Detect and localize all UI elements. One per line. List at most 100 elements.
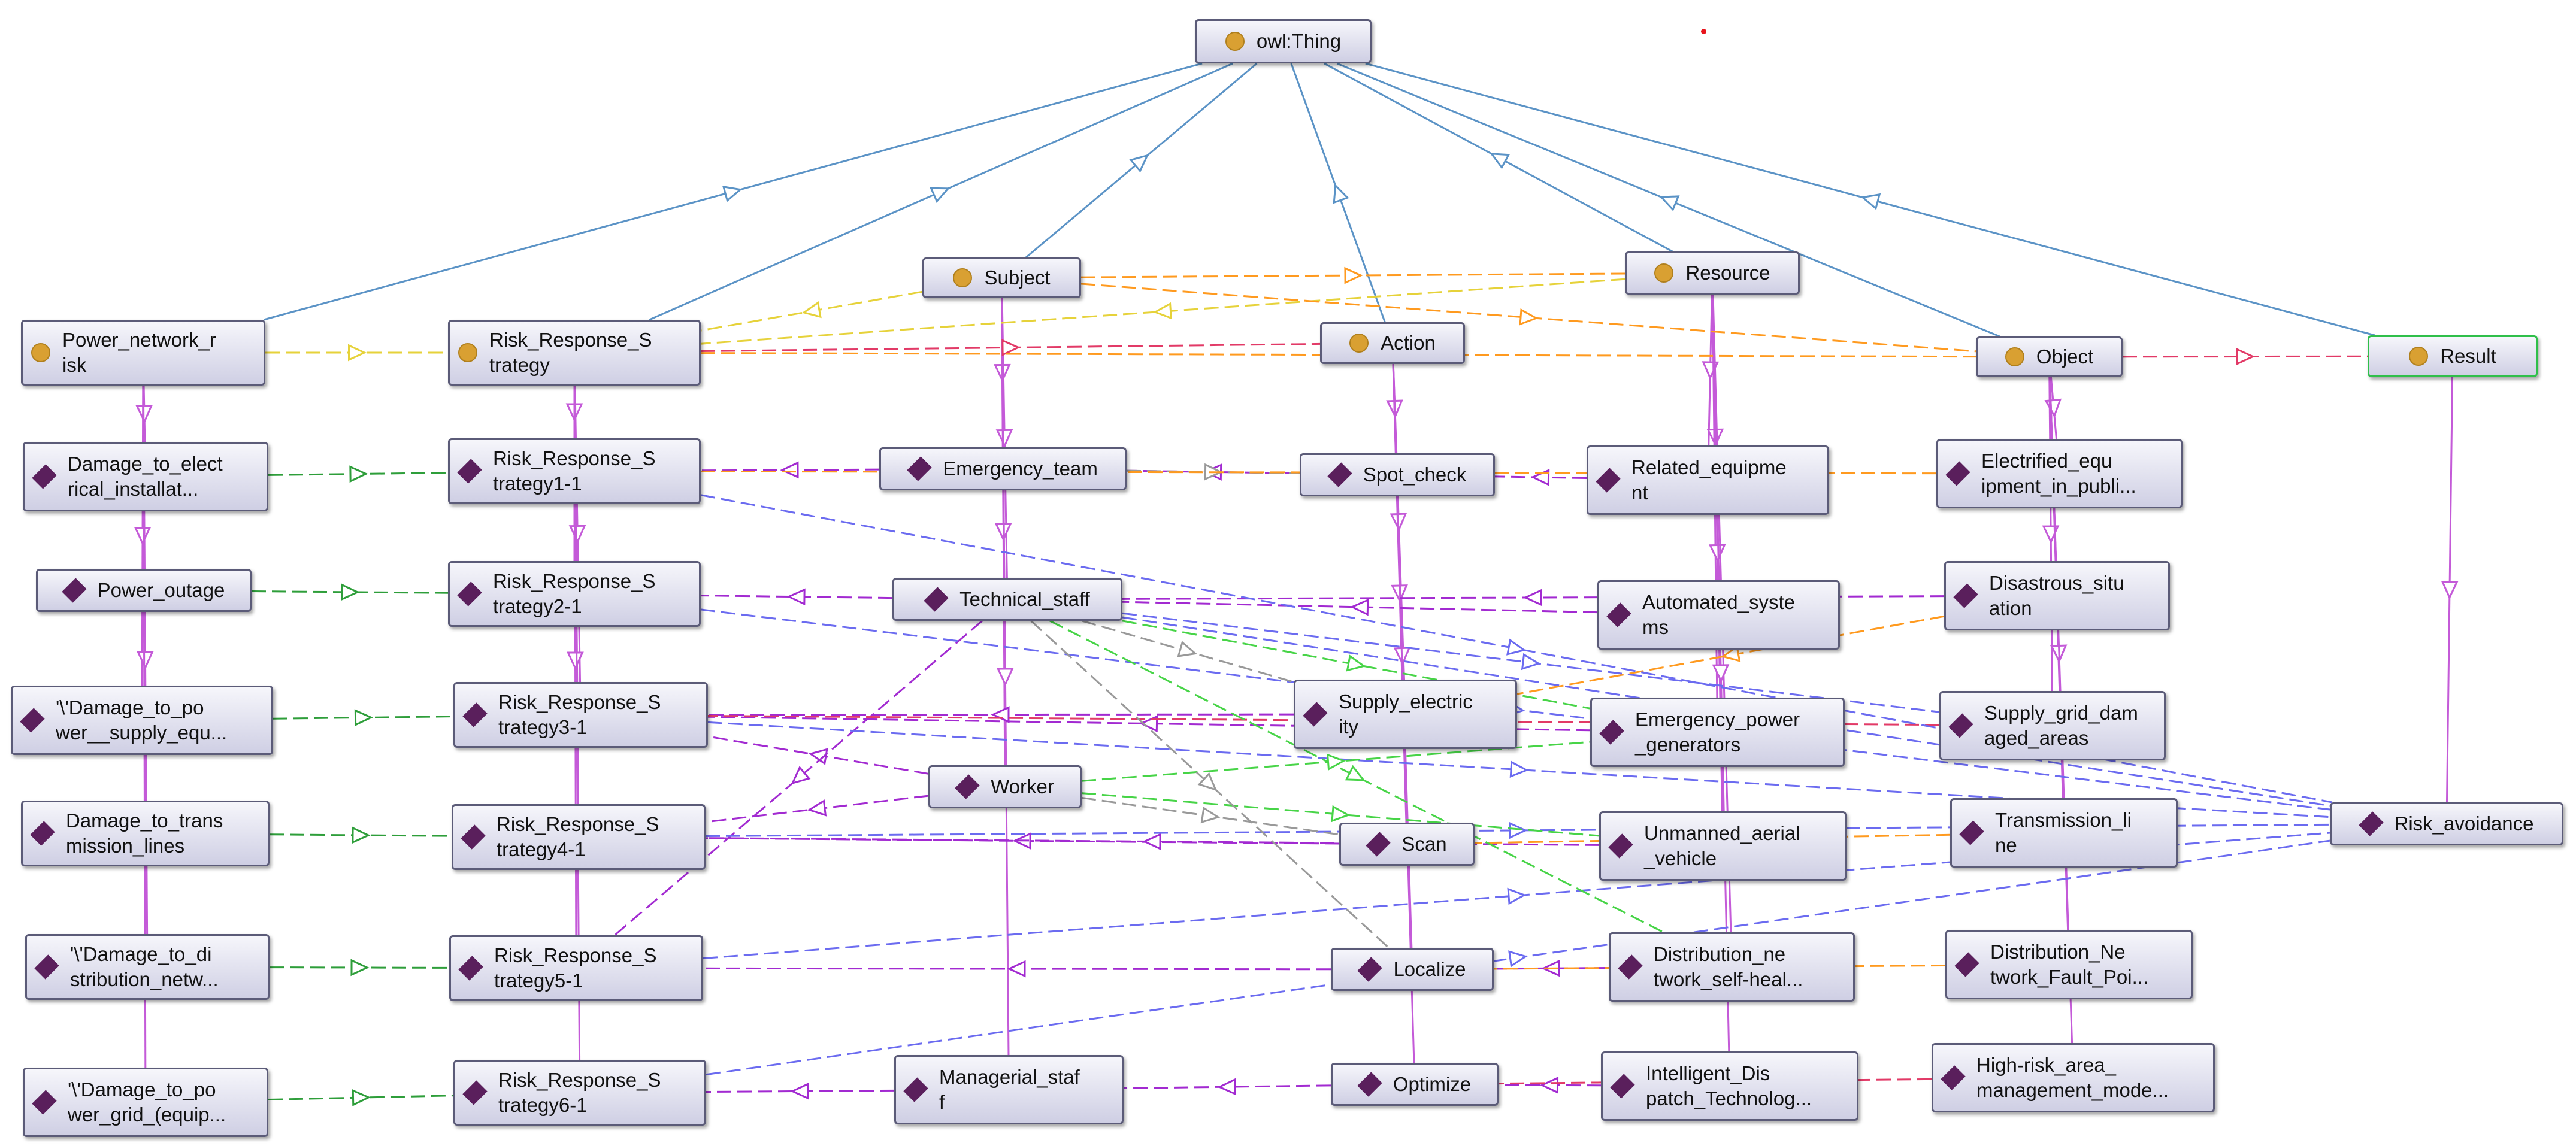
edge-arrowhead <box>1349 598 1369 616</box>
edge-power_outage-rrs2 <box>251 590 449 594</box>
edge-technical_staff-rrs2 <box>700 595 893 599</box>
edge-arrowhead <box>807 799 827 817</box>
individual-diamond-icon <box>1941 1065 1966 1090</box>
node-label: Distribution_Ne twork_Fault_Poi... <box>1990 941 2149 988</box>
node-risk-avoidance[interactable]: Risk_avoidance <box>2330 802 2563 845</box>
node-damage-transmission[interactable]: Damage_to_trans mission_lines <box>21 801 270 866</box>
node-managerial-staff[interactable]: Managerial_staf f <box>894 1055 1124 1124</box>
node-emergency-team[interactable]: Emergency_team <box>879 447 1127 490</box>
node-power-network-risk[interactable]: Power_network_r isk <box>21 320 265 386</box>
individual-diamond-icon <box>1618 954 1643 980</box>
individual-diamond-icon <box>1366 832 1391 857</box>
node-label: Risk_Response_S trategy5-1 <box>494 944 657 992</box>
node-label: Power_outage <box>97 579 225 601</box>
edge-arrowhead <box>1530 469 1550 486</box>
edge-arrowhead <box>137 651 154 670</box>
node-supply-grid-damaged[interactable]: Supply_grid_dam aged_areas <box>1939 691 2166 760</box>
node-power-outage[interactable]: Power_outage <box>36 569 252 612</box>
edge-arrowhead <box>995 429 1013 448</box>
individual-diamond-icon <box>907 456 932 481</box>
node-action[interactable]: Action <box>1320 322 1465 364</box>
node-emergency-power-generators[interactable]: Emergency_power _generators <box>1590 698 1845 767</box>
node-supply-electricity[interactable]: Supply_electric ity <box>1294 680 1517 749</box>
node-rrs5[interactable]: Risk_Response_S trategy5-1 <box>449 935 703 1001</box>
individual-diamond-icon <box>457 581 482 607</box>
node-high-risk-area[interactable]: High-risk_area_ management_mode... <box>1932 1043 2215 1112</box>
edge-arrowhead <box>1539 1077 1559 1094</box>
node-label: Transmission_li ne <box>1995 809 2132 856</box>
edge-resource-risk_response_strategy <box>700 278 1625 345</box>
edge-arrowhead <box>808 748 828 765</box>
node-scan[interactable]: Scan <box>1339 823 1475 866</box>
node-localize[interactable]: Localize <box>1331 948 1494 991</box>
node-damage-distribution[interactable]: '\'Damage_to_di stribution_netw... <box>25 934 270 1000</box>
node-spot-check[interactable]: Spot_check <box>1300 453 1495 496</box>
node-electrified-equipment[interactable]: Electrified_equ ipment_in_publi... <box>1936 439 2183 508</box>
edge-arrowhead <box>1507 887 1527 905</box>
node-subject[interactable]: Subject <box>922 257 1081 298</box>
node-uav[interactable]: Unmanned_aerial _vehicle <box>1599 811 1847 881</box>
node-distribution-fault-point[interactable]: Distribution_Ne twork_Fault_Poi... <box>1945 930 2193 999</box>
node-label: Risk_Response_S trategy6-1 <box>498 1069 661 1116</box>
node-related-equipment[interactable]: Related_equipme nt <box>1587 445 1829 515</box>
individual-diamond-icon <box>61 578 87 603</box>
node-label: Risk_Response_S trategy <box>489 329 652 376</box>
node-label: Localize <box>1393 958 1466 980</box>
node-label: owl:Thing <box>1256 30 1342 52</box>
edge-arrowhead <box>930 187 951 203</box>
node-transmission-line[interactable]: Transmission_li ne <box>1950 798 2178 868</box>
node-damage-power-supply[interactable]: '\'Damage_to_po wer__supply_equ... <box>11 686 273 755</box>
node-damage-power-grid[interactable]: '\'Damage_to_po wer_grid_(equip... <box>23 1068 268 1137</box>
node-rrs3[interactable]: Risk_Response_S trategy3-1 <box>453 682 708 748</box>
individual-diamond-icon <box>457 459 482 484</box>
node-worker[interactable]: Worker <box>928 765 1082 808</box>
class-circle-icon <box>1654 263 1674 283</box>
node-label: Scan <box>1401 833 1447 855</box>
node-label: Damage_to_elect rical_installat... <box>68 453 223 500</box>
individual-diamond-icon <box>1327 462 1352 487</box>
edge-arrowhead <box>1001 339 1021 356</box>
node-result[interactable]: Result <box>2368 335 2538 377</box>
node-technical-staff[interactable]: Technical_staff <box>892 578 1122 621</box>
individual-diamond-icon <box>30 821 55 846</box>
node-owl-thing[interactable]: owl:Thing <box>1195 19 1372 63</box>
node-distribution-self-healing[interactable]: Distribution_ne twork_self-heal... <box>1609 932 1855 1002</box>
individual-diamond-icon <box>1954 952 1979 977</box>
edge-arrowhead <box>349 465 368 483</box>
node-object[interactable]: Object <box>1976 336 2123 377</box>
node-risk-response-strategy[interactable]: Risk_Response_S trategy <box>448 320 701 386</box>
node-rrs6[interactable]: Risk_Response_S trategy6-1 <box>453 1060 706 1126</box>
edge-arrowhead <box>1506 638 1527 656</box>
edge-technical_staff-distribution_self_healing <box>1049 620 1664 933</box>
individual-diamond-icon <box>1606 602 1631 627</box>
node-rrs1[interactable]: Risk_Response_S trategy1-1 <box>448 438 701 504</box>
edge-arrowhead <box>790 1082 809 1100</box>
individual-diamond-icon <box>1599 720 1624 745</box>
edge-arrowhead <box>568 525 586 544</box>
edge-arrowhead <box>350 959 370 977</box>
edge-arrowhead <box>1523 589 1542 607</box>
edge-arrowhead <box>341 583 360 601</box>
edge-arrowhead <box>1519 308 1539 326</box>
node-rrs2[interactable]: Risk_Response_S trategy2-1 <box>448 561 701 627</box>
node-optimize[interactable]: Optimize <box>1331 1063 1499 1106</box>
individual-diamond-icon <box>34 954 59 980</box>
individual-diamond-icon <box>1945 461 1970 486</box>
node-automated-systems[interactable]: Automated_syste ms <box>1597 580 1840 650</box>
node-damage-electrical[interactable]: Damage_to_elect rical_installat... <box>23 442 268 511</box>
edge-arrowhead <box>1860 193 1881 210</box>
edge-arrowhead <box>991 706 1010 723</box>
edge-arrowhead <box>354 709 374 726</box>
node-label: Risk_Response_S trategy2-1 <box>493 570 656 617</box>
individual-diamond-icon <box>1303 702 1328 727</box>
edge-arrowhead <box>786 588 806 606</box>
node-resource[interactable]: Resource <box>1625 251 1800 295</box>
node-disastrous-situation[interactable]: Disastrous_situ ation <box>1944 561 2170 630</box>
node-intelligent-dispatch[interactable]: Intelligent_Dis patch_Technolog... <box>1601 1051 1858 1121</box>
individual-diamond-icon <box>1596 468 1621 493</box>
class-circle-icon <box>458 343 477 362</box>
node-label: Emergency_power _generators <box>1635 708 1800 756</box>
node-rrs4[interactable]: Risk_Response_S trategy4-1 <box>452 804 706 870</box>
node-label: Automated_syste ms <box>1642 591 1795 638</box>
individual-diamond-icon <box>20 708 45 733</box>
